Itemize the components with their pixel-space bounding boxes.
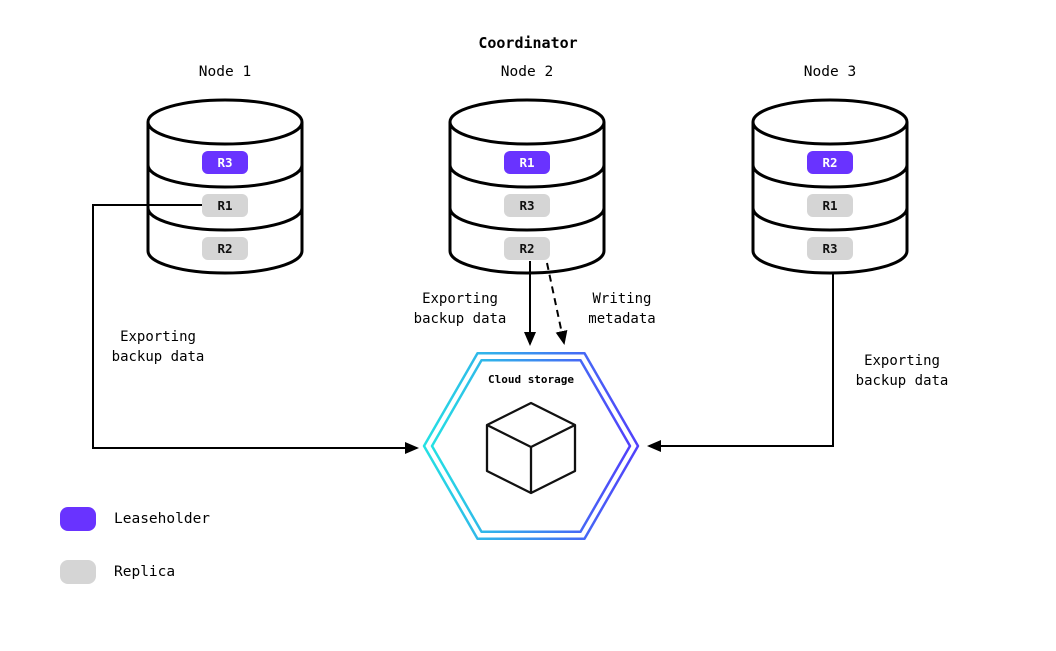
diagram-title: Coordinator xyxy=(478,34,578,52)
edge-label-node2-export: Exporting backup data xyxy=(413,291,507,327)
cloud-storage-label: Cloud storage xyxy=(487,373,575,386)
legend-swatch-leaseholder xyxy=(60,507,96,531)
leaseholder-badge: R3 xyxy=(202,151,248,174)
cube-icon xyxy=(485,401,577,495)
node-3-label: Node 3 xyxy=(803,64,857,80)
replica-badge: R2 xyxy=(202,237,248,260)
node-2-label: Node 2 xyxy=(500,64,554,80)
leaseholder-badge: R1 xyxy=(504,151,550,174)
legend-row-leaseholder: Leaseholder xyxy=(60,507,210,531)
legend-row-replica: Replica xyxy=(60,560,175,584)
legend-label-leaseholder: Leaseholder xyxy=(114,511,211,527)
replica-badge: R3 xyxy=(504,194,550,217)
leaseholder-badge: R2 xyxy=(807,151,853,174)
replica-badge: R3 xyxy=(807,237,853,260)
node-1-label: Node 1 xyxy=(198,64,252,80)
edge-label-node1-export: Exporting backup data xyxy=(111,329,205,365)
edge-label-node2-metadata: Writing metadata xyxy=(588,291,656,327)
replica-badge: R1 xyxy=(202,194,248,217)
replica-badge: R1 xyxy=(807,194,853,217)
arrow-node1-to-cloud xyxy=(92,204,419,454)
arrow-node2-metadata-dashed xyxy=(546,262,568,345)
legend-swatch-replica xyxy=(60,560,96,584)
replica-badge: R2 xyxy=(504,237,550,260)
edge-label-node3-export: Exporting backup data xyxy=(855,353,949,389)
legend-label-replica: Replica xyxy=(114,564,176,580)
arrow-node3-to-cloud xyxy=(647,272,834,452)
